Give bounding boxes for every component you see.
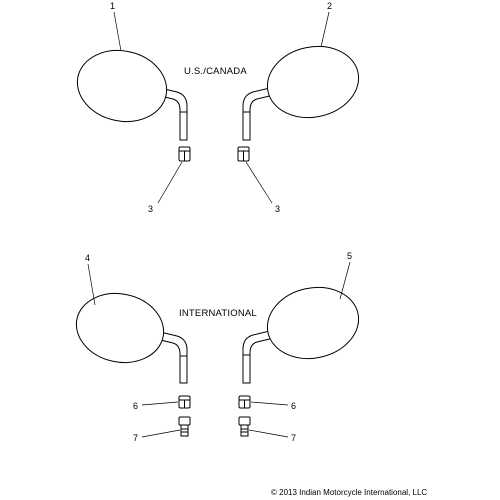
mirror-left-intl xyxy=(75,293,188,384)
mirror-right-intl xyxy=(242,286,360,384)
callout-3-right: 3 xyxy=(275,204,280,214)
leader-2 xyxy=(320,11,330,48)
mirror-stem-left-us xyxy=(151,86,188,140)
nut-right-us xyxy=(237,146,250,162)
callout-6-right: 6 xyxy=(291,401,296,411)
mirror-head-left-us xyxy=(76,50,168,122)
adapter-left-intl xyxy=(178,416,191,437)
leader-6-left xyxy=(141,401,179,406)
callout-3-left: 3 xyxy=(148,204,153,214)
leader-4 xyxy=(87,263,96,306)
callout-2: 2 xyxy=(327,1,332,11)
adapter-right-intl xyxy=(238,416,251,437)
mirror-stem-left-intl xyxy=(151,330,188,383)
leader-3-left xyxy=(157,161,183,204)
mirror-post-left-us xyxy=(179,111,188,141)
mirror-left-us xyxy=(76,50,188,141)
mirror-right-us xyxy=(242,45,360,141)
callout-7-left: 7 xyxy=(133,433,138,443)
callout-4: 4 xyxy=(85,253,90,263)
nut-right-intl xyxy=(238,395,251,409)
mirror-stem-right-intl xyxy=(242,329,279,383)
nut-left-intl xyxy=(178,395,191,409)
leader-5 xyxy=(339,261,351,300)
callout-6-left: 6 xyxy=(133,401,138,411)
leader-6-right xyxy=(250,401,289,406)
section-us-canada: 1 2 3 3 U.S./CANADA xyxy=(76,1,360,214)
mirror-head-right-intl xyxy=(266,286,360,360)
region-label-international: INTERNATIONAL xyxy=(179,308,257,319)
mirror-post-left-intl xyxy=(179,355,188,384)
callout-1: 1 xyxy=(110,1,115,11)
section-international: 4 5 6 6 7 7 INTERNATIONAL xyxy=(75,251,360,443)
mirror-post-right-us xyxy=(242,111,251,141)
mirror-stem-right-us xyxy=(242,86,279,140)
leader-7-left xyxy=(141,429,181,438)
nut-left-us xyxy=(178,146,191,162)
mirror-head-left-intl xyxy=(75,293,165,363)
callout-5: 5 xyxy=(347,251,352,261)
copyright-notice: © 2013 Indian Motorcycle International, … xyxy=(271,488,427,497)
leader-1 xyxy=(113,11,122,52)
leader-7-right xyxy=(248,429,289,438)
callout-7-right: 7 xyxy=(291,433,296,443)
leader-3-right xyxy=(245,161,273,204)
mirror-head-right-us xyxy=(266,45,360,119)
region-label-us-canada: U.S./CANADA xyxy=(184,66,247,77)
mirror-post-right-intl xyxy=(242,354,251,384)
